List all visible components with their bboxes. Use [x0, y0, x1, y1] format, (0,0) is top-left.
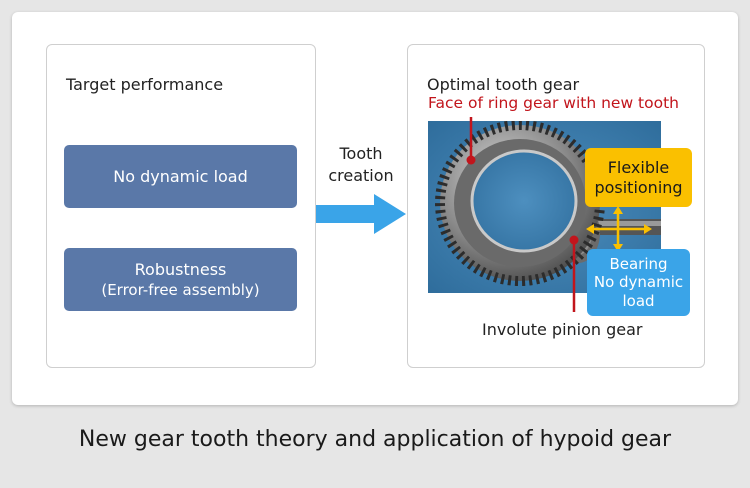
bearing-line1: Bearing: [609, 254, 668, 273]
tooth-creation-label: Tooth creation: [314, 143, 408, 187]
flexible-line2: positioning: [594, 177, 683, 197]
right-arrow-icon: [316, 194, 406, 234]
arrow-label-line1: Tooth: [339, 144, 383, 163]
flexible-positioning-badge: Flexible positioning: [585, 148, 692, 207]
panel-title-optimal: Optimal tooth gear: [427, 75, 580, 94]
ring-gear-callout: Face of ring gear with new tooth: [428, 94, 680, 112]
robustness-box: Robustness (Error-free assembly): [64, 248, 297, 311]
flexible-line1: Flexible: [607, 157, 670, 177]
target-performance-panel: Target performance No dynamic load Robus…: [46, 44, 316, 368]
arrow-label-line2: creation: [328, 166, 394, 185]
bearing-line2: No dynamic: [593, 273, 684, 292]
box-label-no-dynamic-load: No dynamic load: [113, 167, 248, 186]
box-label-robustness: Robustness: [134, 259, 227, 279]
no-dynamic-load-box: No dynamic load: [64, 145, 297, 208]
panel-title-target: Target performance: [66, 75, 224, 94]
bearing-line3: load: [622, 291, 655, 310]
involute-pinion-label: Involute pinion gear: [482, 320, 643, 339]
box-label-error-free: (Error-free assembly): [101, 280, 260, 299]
bearing-badge: Bearing No dynamic load: [587, 249, 690, 316]
figure-caption: New gear tooth theory and application of…: [78, 427, 672, 452]
